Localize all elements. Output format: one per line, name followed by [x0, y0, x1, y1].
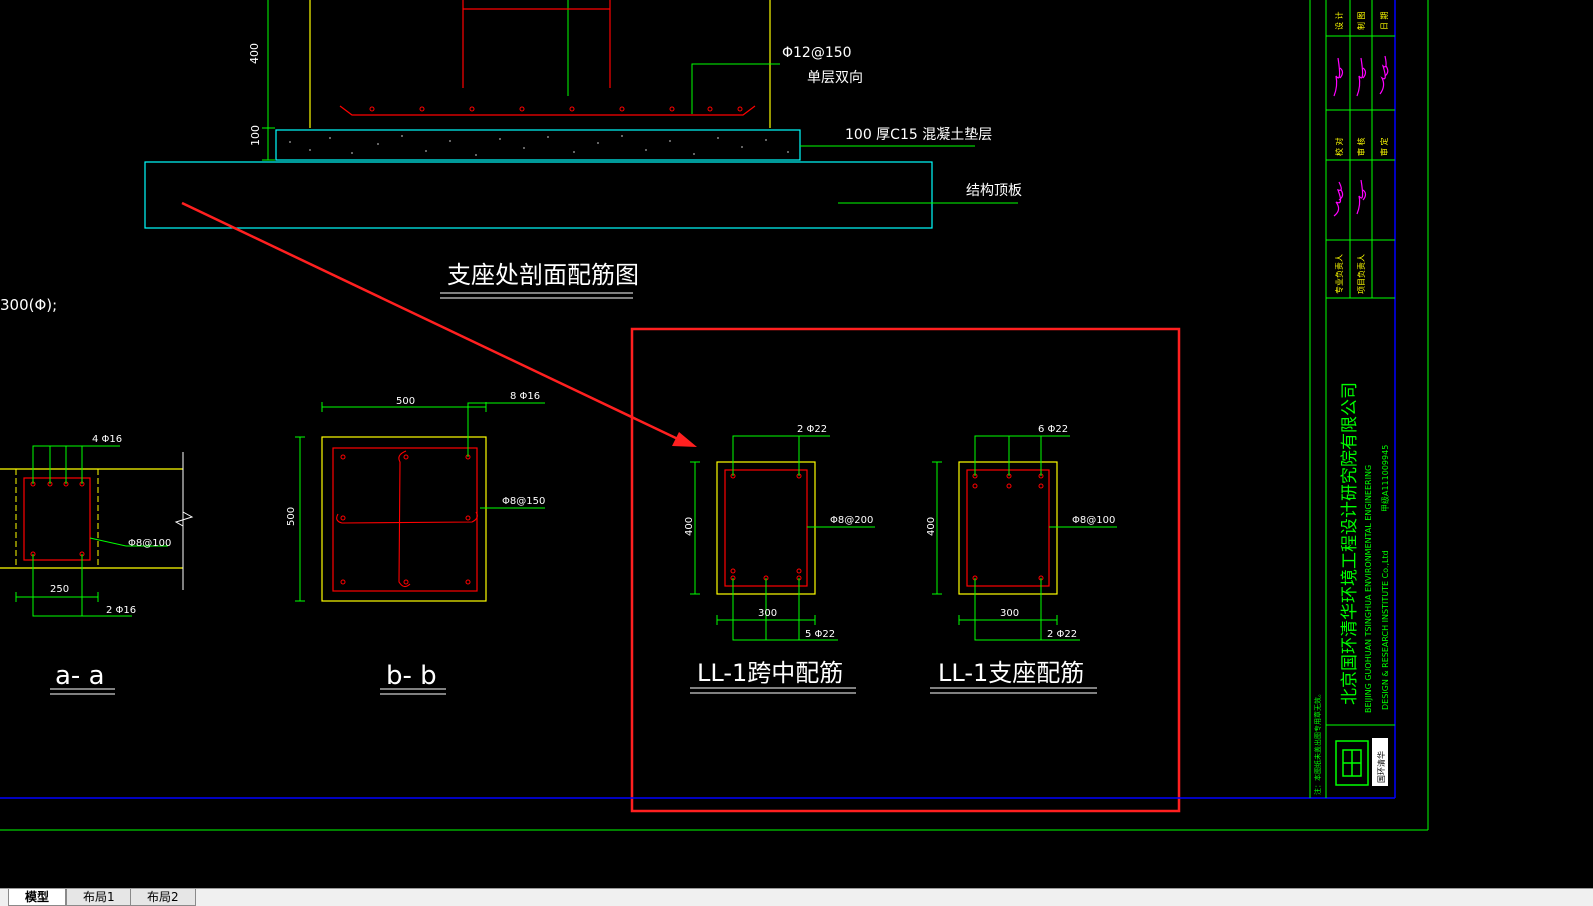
company-name-en-2: DESIGN & RESEARCH INSTITUTE Co.,Ltd — [1381, 550, 1390, 710]
mid-height-label: 400 — [684, 517, 695, 536]
layout-tab-bar: 模型 布局1 布局2 — [0, 888, 1593, 906]
ll1-support-drawing: 6 Φ22 400 Φ8@100 300 2 Φ22 LL-1支座配筋 — [926, 424, 1117, 694]
license-number: 甲级A111009945 — [1380, 445, 1390, 512]
signature-marks — [1333, 55, 1389, 217]
tab-model[interactable]: 模型 — [8, 889, 67, 906]
annotation-highlight-box — [630, 327, 1181, 813]
sup-width-label: 300 — [1000, 608, 1019, 619]
aa-width-label: 250 — [50, 584, 69, 595]
role-project-lead: 项目负责人 — [1356, 254, 1366, 294]
ll1-mid-title: LL-1跨中配筋 — [697, 659, 843, 687]
aa-stirrup-label: Φ8@100 — [128, 538, 171, 549]
section-bb-title: b- b — [386, 661, 437, 691]
sup-bottom-bar-label: 2 Φ22 — [1047, 629, 1077, 640]
sup-top-bar-label: 6 Φ22 — [1038, 424, 1068, 435]
ll1-support-title: LL-1支座配筋 — [938, 659, 1084, 687]
section-aa-title: a- a — [55, 661, 105, 691]
slab-rebar-desc: 单层双向 — [807, 70, 863, 86]
bb-width-label: 500 — [396, 396, 415, 407]
sup-stirrup-label: Φ8@100 — [1072, 515, 1115, 526]
aa-top-bar-label: 4 Φ16 — [92, 434, 122, 445]
slab-label: 结构顶板 — [966, 183, 1022, 199]
annotation-arrow-head — [672, 432, 697, 447]
tab-layout-1[interactable]: 布局1 — [66, 889, 132, 906]
drawing-frame — [0, 0, 1429, 831]
slab-rebar-label: Φ12@150 — [782, 45, 852, 61]
role-date: 日 期 — [1380, 11, 1389, 30]
mid-stirrup-label: Φ8@200 — [830, 515, 873, 526]
aa-bottom-bar-label: 2 Φ16 — [106, 605, 136, 616]
tab-layout-2[interactable]: 布局2 — [130, 889, 196, 906]
bb-height-label: 500 — [286, 507, 297, 526]
support-section-title: 支座处剖面配筋图 — [447, 261, 639, 289]
cushion-label: 100 厚C15 混凝土垫层 — [845, 127, 992, 143]
dim-100-top: 100 — [249, 125, 262, 146]
mid-width-label: 300 — [758, 608, 777, 619]
role-review: 审 核 — [1356, 137, 1366, 156]
mid-bottom-bar-label: 5 Φ22 — [805, 629, 835, 640]
company-name-cn: 北京国环清华环境工程设计研究院有限公司 — [1340, 382, 1360, 705]
user-annotation — [181, 201, 1181, 813]
mid-top-bar-label: 2 Φ22 — [797, 424, 827, 435]
title-block: 设 计 制 图 日 期 校 对 审 核 审 定 专业负责人 项目负责人 北京国环… — [1309, 0, 1395, 798]
role-approve: 审 定 — [1379, 137, 1389, 156]
role-discipline-lead: 专业负责人 — [1334, 254, 1344, 294]
bb-stirrup-label: Φ8@150 — [502, 496, 545, 507]
logo-brand-text: 国环清华 — [1376, 751, 1386, 783]
ll1-midspan-drawing: 2 Φ22 400 Φ8@200 300 5 Φ22 LL-1跨中配筋 — [684, 424, 875, 694]
left-cut-text: 300(Φ); — [0, 296, 57, 314]
role-check: 校 对 — [1334, 137, 1344, 156]
role-drafting: 制 图 — [1356, 11, 1366, 30]
company-name-en-1: BEIJING GUOHUAN TSINGHUA ENVIRONMENTAL E… — [1364, 465, 1373, 713]
stamp-note: 注：本图纸未盖出图专用章无效。 — [1313, 690, 1322, 795]
sup-height-label: 400 — [926, 517, 937, 536]
bb-top-bar-label: 8 Φ16 — [510, 391, 540, 402]
role-design: 设 计 — [1334, 11, 1344, 30]
annotation-arrow — [181, 201, 681, 442]
section-bb-drawing: 500 500 8 Φ16 Φ8@150 b- b — [286, 391, 545, 695]
dim-400-top: 400 — [248, 43, 261, 64]
section-aa-drawing: 4 Φ16 Φ8@100 250 2 Φ16 a- a — [0, 434, 194, 695]
support-section-drawing: 400 100 Φ12@150 单层双向 100 厚C15 混凝土垫层 结构顶板… — [0, 0, 1022, 314]
company-logo-icon: 国环清华 — [1335, 738, 1388, 786]
